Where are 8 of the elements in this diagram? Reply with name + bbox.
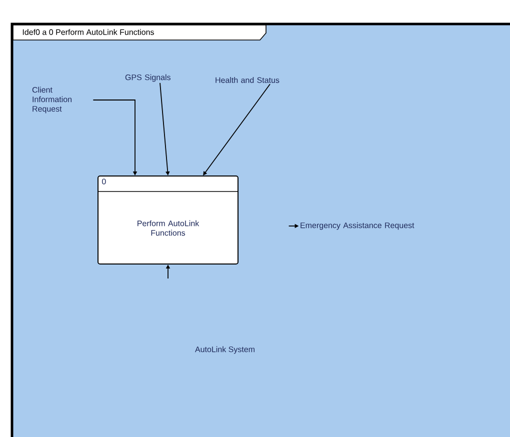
flow-label: GPS Signals — [125, 74, 171, 82]
process-box: 0 Perform AutoLink Functions — [97, 176, 239, 264]
mechanism-label: AutoLink System — [195, 346, 254, 354]
title-tab: Idef0 a 0 Perform AutoLink Functions — [12, 24, 266, 40]
flow-label: Client Information Request — [32, 86, 72, 114]
flow-label: Health and Status — [216, 77, 280, 83]
arrow — [203, 84, 270, 176]
flow-label: Emergency Assistance Request — [300, 222, 414, 230]
